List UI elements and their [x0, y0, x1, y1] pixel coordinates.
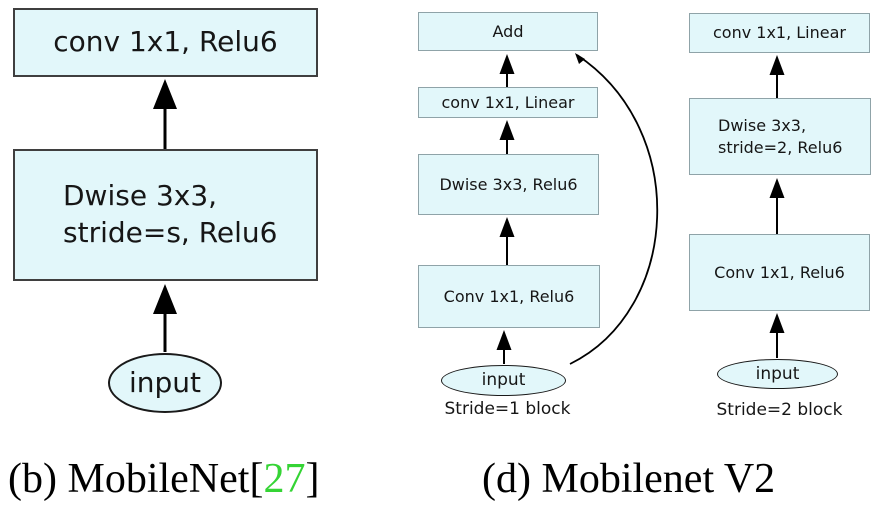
arrow-dwise-to-conv-v1 [153, 79, 177, 149]
node-label: input [481, 370, 526, 391]
node-label: conv 1x1, Linear [441, 92, 575, 112]
caption-text: (b) MobileNet[ [8, 456, 264, 502]
node-add: Add [418, 12, 598, 51]
stride2-block-label: Stride=2 block [716, 400, 843, 420]
arrow-convrelu-to-dwise-s2 [769, 178, 785, 234]
node-label: input [128, 365, 202, 399]
arrow-dwise-to-convlinear-s1 [499, 120, 515, 154]
arrow-input-to-dwise-v1 [153, 284, 177, 352]
node-label: Dwise 3x3, Relu6 [439, 174, 578, 194]
node-label-multiline: Dwise 3x3, stride=2, Relu6 [718, 115, 842, 158]
stride1-block-label: Stride=1 block [444, 399, 571, 419]
node-label-line1: Dwise 3x3, [63, 179, 218, 213]
caption-mobilenet-v1: (b) MobileNet[27] [8, 455, 319, 503]
node-dwise3x3-relu6-s1: Dwise 3x3, Relu6 [418, 154, 599, 215]
arrow-convlinear-to-add [499, 54, 515, 87]
node-label: input [755, 363, 800, 384]
node-label: conv 1x1, Relu6 [53, 25, 278, 59]
caption-mobilenet-v2: (d) Mobilenet V2 [482, 456, 776, 502]
node-dwise3x3-stride-s: Dwise 3x3, stride=s, Relu6 [13, 149, 318, 281]
node-label-line1: Dwise 3x3, [718, 115, 807, 135]
node-label: Conv 1x1, Relu6 [443, 286, 575, 306]
caption-text-suffix: ] [305, 456, 320, 502]
node-conv1x1-linear-s2: conv 1x1, Linear [689, 13, 870, 53]
arrow-input-to-convrelu-s1 [496, 330, 512, 364]
node-input-s1: input [441, 365, 566, 396]
arrow-input-to-convrelu-s2 [769, 313, 785, 358]
node-label-multiline: Dwise 3x3, stride=s, Relu6 [63, 178, 277, 252]
node-conv1x1-relu6-s2: Conv 1x1, Relu6 [689, 234, 870, 311]
node-input-s2: input [717, 359, 838, 389]
arrow-dwise-to-convlinear-s2 [769, 55, 785, 98]
node-label: conv 1x1, Linear [712, 23, 846, 43]
node-input-v1: input [108, 353, 222, 413]
node-label: Add [492, 21, 524, 41]
node-label-line2: stride=s, Relu6 [63, 216, 278, 249]
arrow-convrelu-to-dwise-s1 [499, 217, 515, 265]
node-conv1x1-relu6-v1: conv 1x1, Relu6 [13, 8, 318, 77]
node-conv1x1-linear-s1: conv 1x1, Linear [418, 87, 598, 118]
node-dwise3x3-stride2: Dwise 3x3, stride=2, Relu6 [689, 98, 871, 175]
node-label-line2: stride=2, Relu6 [718, 137, 843, 157]
caption-reference-number: 27 [263, 456, 306, 502]
node-conv1x1-relu6-s1: Conv 1x1, Relu6 [418, 265, 600, 328]
node-label: Conv 1x1, Relu6 [714, 262, 845, 282]
